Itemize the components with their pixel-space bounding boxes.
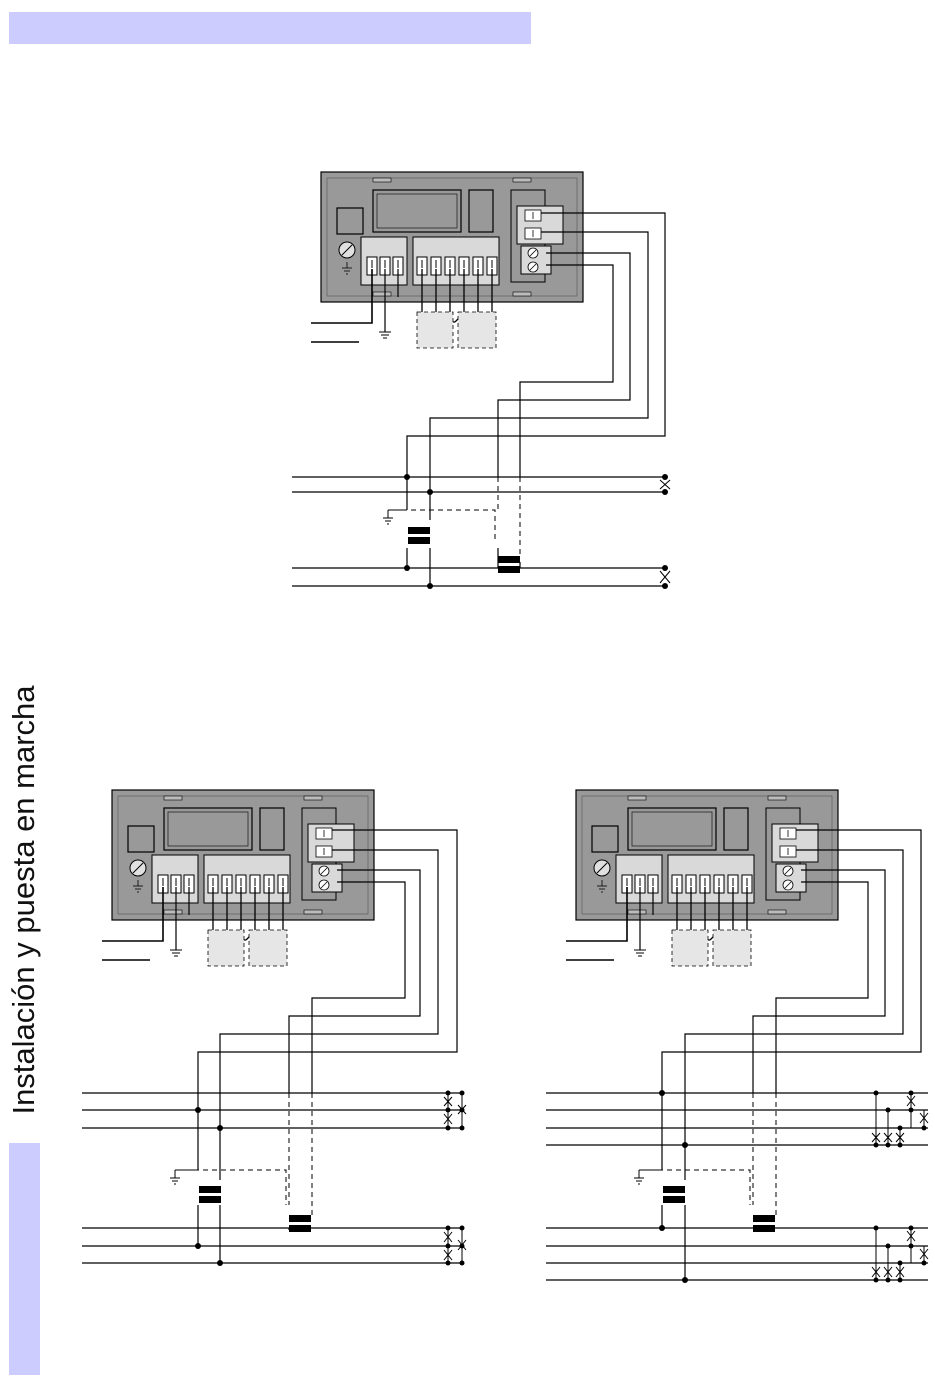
diagram-top <box>292 172 670 589</box>
diagram-bottom-left <box>82 790 466 1266</box>
diagram-bottom-right <box>546 790 928 1283</box>
